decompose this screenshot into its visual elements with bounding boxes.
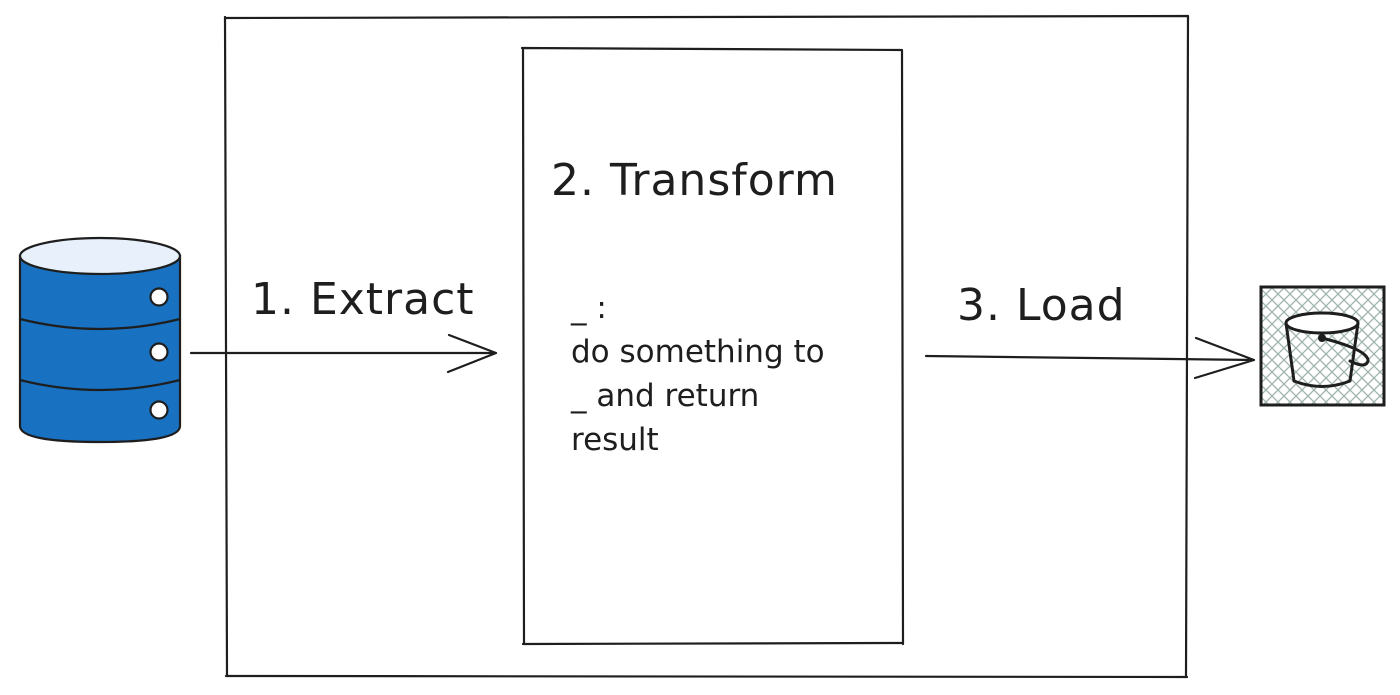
transform-description: _ : do something to _ and return result — [571, 286, 825, 462]
transform-box — [520, 46, 905, 646]
database-icon — [18, 236, 182, 444]
transform-line-1: _ : — [571, 290, 607, 326]
pipeline-container — [223, 14, 1190, 679]
bucket-icon — [1259, 285, 1386, 407]
transform-line-2: do something to — [571, 334, 825, 370]
load-arrow — [924, 336, 1256, 380]
extract-label: 1. Extract — [251, 274, 475, 325]
transform-line-3: _ and return — [571, 378, 760, 414]
transform-line-4: result — [571, 422, 659, 458]
extract-arrow — [189, 333, 498, 374]
transform-label: 2. Transform — [551, 155, 838, 206]
load-label: 3. Load — [957, 280, 1126, 331]
